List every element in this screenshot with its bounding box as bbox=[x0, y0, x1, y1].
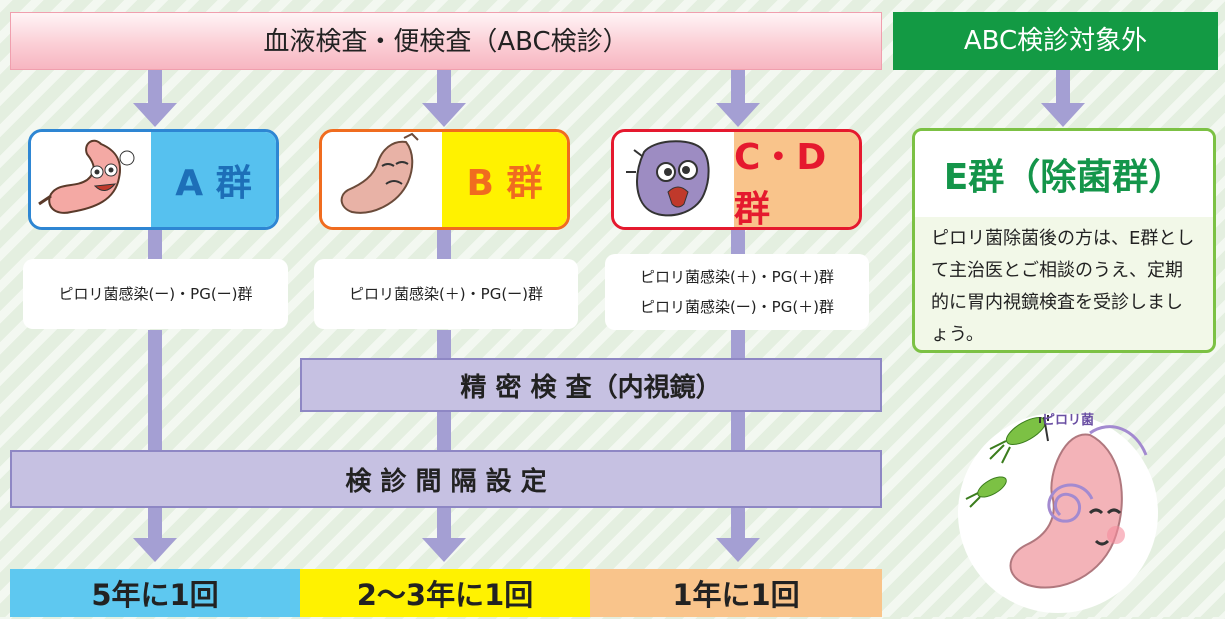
sick-stomach-icon bbox=[614, 132, 734, 227]
arrow-down-icon bbox=[133, 103, 177, 127]
screening-interval-bar: 検 診 間 隔 設 定 bbox=[10, 450, 882, 508]
group-a-result-box: ピロリ菌感染(ー)・PG(ー)群 bbox=[23, 259, 288, 329]
group-a-card: A 群 bbox=[28, 129, 279, 230]
group-e-title: E群（除菌群） bbox=[915, 131, 1213, 217]
group-b-card: B 群 bbox=[319, 129, 570, 230]
arrow-down-icon bbox=[1041, 103, 1085, 127]
arrow-down-icon bbox=[716, 103, 760, 127]
frequency-5-years: 5年に1回 bbox=[10, 569, 300, 617]
flow-line-c-low bbox=[731, 330, 745, 358]
frequency-1-year: 1年に1回 bbox=[590, 569, 882, 617]
group-cd-result-box: ピロリ菌感染(＋)・PG(＋)群 ピロリ菌感染(ー)・PG(＋)群 bbox=[605, 254, 869, 330]
group-b-label: B 群 bbox=[442, 132, 567, 227]
group-e-description: ピロリ菌除菌後の方は、E群として主治医とご相談のうえ、定期的に胃内視鏡検査を受診… bbox=[931, 228, 1195, 345]
blood-stool-test-banner: 血液検査・便検査（ABC検診） bbox=[10, 12, 882, 70]
group-e-box: E群（除菌群） ピロリ菌除菌後の方は、E群として主治医とご相談のうえ、定期的に胃… bbox=[912, 128, 1216, 353]
flow-line-c-low2 bbox=[731, 412, 745, 450]
flow-line-e-top bbox=[1056, 70, 1070, 103]
group-a-result-text: ピロリ菌感染(ー)・PG(ー)群 bbox=[58, 285, 253, 303]
group-cd-card: C・D群 bbox=[611, 129, 862, 230]
flow-line-b-mid bbox=[437, 230, 451, 260]
flow-line-a-top bbox=[148, 70, 162, 103]
pylori-stomach-illustration: ピロリ菌 bbox=[940, 395, 1165, 615]
arrow-down-icon bbox=[422, 103, 466, 127]
flow-line-b-low2 bbox=[437, 412, 451, 450]
flow-line-b-low bbox=[437, 330, 451, 358]
arrow-down-icon bbox=[716, 538, 760, 562]
arrow-down-icon bbox=[133, 538, 177, 562]
flow-line-b-top bbox=[437, 70, 451, 103]
group-b-result-box: ピロリ菌感染(＋)・PG(ー)群 bbox=[314, 259, 578, 329]
endoscopy-exam-bar: 精 密 検 査（内視鏡） bbox=[300, 358, 882, 412]
tired-stomach-icon bbox=[322, 132, 442, 227]
frequency-2-3-years: 2〜3年に1回 bbox=[300, 569, 590, 617]
group-cd-result-text-2: ピロリ菌感染(ー)・PG(＋)群 bbox=[639, 298, 835, 316]
group-cd-label: C・D群 bbox=[734, 132, 859, 227]
happy-stomach-icon bbox=[31, 132, 151, 227]
pylori-caption: ピロリ菌 bbox=[1042, 413, 1095, 428]
group-b-result-text: ピロリ菌感染(＋)・PG(ー)群 bbox=[348, 285, 544, 303]
flow-line-c-mid bbox=[731, 230, 745, 254]
flow-line-a-low bbox=[148, 330, 162, 450]
not-eligible-banner: ABC検診対象外 bbox=[893, 12, 1218, 70]
group-a-label: A 群 bbox=[151, 132, 276, 227]
flow-line-c-top bbox=[731, 70, 745, 103]
group-cd-result-text-1: ピロリ菌感染(＋)・PG(＋)群 bbox=[639, 268, 835, 286]
arrow-down-icon bbox=[422, 538, 466, 562]
flow-line-a-mid bbox=[148, 230, 162, 260]
